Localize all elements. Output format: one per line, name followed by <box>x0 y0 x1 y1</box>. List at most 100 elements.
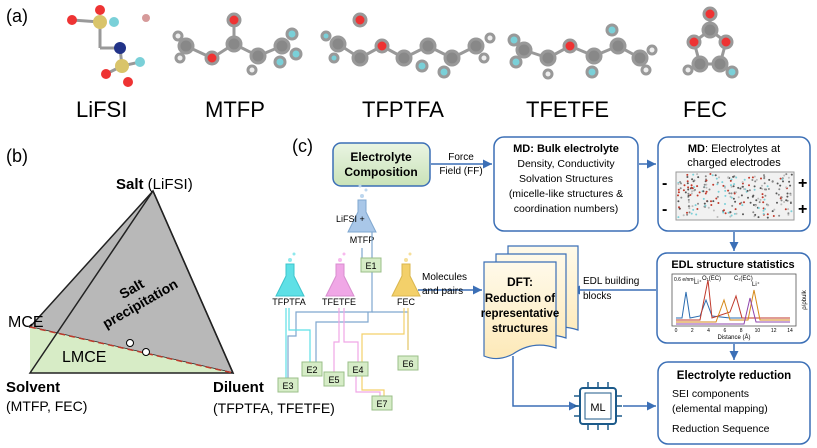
snapshot-atom <box>762 201 765 204</box>
snapshot-atom <box>731 204 734 207</box>
svg-text:E5: E5 <box>328 375 339 385</box>
snapshot-atom <box>728 192 731 195</box>
snapshot-atom <box>759 187 762 190</box>
snapshot-atom <box>687 198 690 201</box>
flask-tfptfa-label: TFPTFA <box>272 297 306 307</box>
snapshot-atom <box>779 184 782 187</box>
snapshot-atom <box>687 186 690 189</box>
snapshot-atom <box>730 185 733 188</box>
snapshot-atom <box>775 192 778 195</box>
snapshot-atom <box>705 190 708 193</box>
flask-mtfp-label: MTFP <box>350 235 375 245</box>
snapshot-atom <box>751 176 754 179</box>
snapshot-atom <box>697 202 699 205</box>
electrode-plus-top: + <box>798 175 807 192</box>
md-charged-title: MD: Electrolytes at <box>688 143 780 155</box>
snapshot-atom <box>687 192 690 195</box>
snapshot-atom <box>787 208 790 211</box>
dft-title: DFT: <box>507 275 533 289</box>
snapshot-atom <box>717 190 720 193</box>
mixture-e2: E2 <box>301 361 323 377</box>
snapshot-atom <box>764 188 766 191</box>
snapshot-atom <box>759 198 762 201</box>
snapshot-atom <box>753 185 756 188</box>
snapshot-atom <box>688 211 691 214</box>
ternary-phase-diagram <box>28 189 235 375</box>
snapshot-atom <box>693 179 696 182</box>
mixture-e6: E6 <box>397 355 419 371</box>
snapshot-atom <box>680 196 683 199</box>
edl-series-2: O₁(EC) <box>702 276 721 282</box>
snapshot-atom <box>733 192 736 195</box>
snapshot-atom <box>722 211 725 214</box>
snapshot-atom <box>704 175 707 178</box>
snapshot-atom <box>686 173 689 176</box>
snapshot-atom <box>779 197 782 200</box>
snapshot-atom <box>714 174 717 177</box>
edl-tick-label: 10 <box>755 328 761 334</box>
snapshot-atom <box>783 201 786 203</box>
snapshot-atom <box>760 177 762 180</box>
svg-text:E3: E3 <box>282 381 293 391</box>
dft-to-ml-arrow <box>512 356 578 411</box>
snapshot-atom <box>778 188 781 191</box>
force-field-line1: Force <box>448 152 474 163</box>
reduction-line3: Reduction Sequence <box>672 423 770 435</box>
edl-series-4: Li⁺ <box>752 281 760 288</box>
snapshot-atom <box>778 214 781 217</box>
molecule-label-tfptfa: TFPTFA <box>362 97 444 122</box>
snapshot-atom <box>787 212 790 215</box>
snapshot-atom <box>707 206 710 209</box>
snapshot-atom <box>698 191 701 194</box>
edl-tick-label: 8 <box>740 328 743 334</box>
snapshot-atom <box>763 198 766 201</box>
lmce-point <box>142 348 150 356</box>
flask-tfetfe <box>325 252 355 297</box>
snapshot-atom <box>695 213 698 216</box>
snapshot-atom <box>764 194 767 197</box>
flask-tfptfa <box>275 252 305 297</box>
flask-mtfp <box>347 184 377 233</box>
snapshot-atom <box>762 209 765 212</box>
snapshot-atom <box>689 194 692 196</box>
snapshot-atom <box>722 184 725 187</box>
ml-label: ML <box>590 402 605 414</box>
snapshot-atom <box>761 184 763 187</box>
snapshot-atom <box>727 211 730 214</box>
snapshot-atom <box>704 204 707 207</box>
snapshot-atom <box>755 199 758 202</box>
electrolyte-reduction-box <box>657 361 811 445</box>
panel-b-label: (b) <box>6 146 28 166</box>
svg-text:E2: E2 <box>306 365 317 375</box>
snapshot-atom <box>706 200 709 203</box>
snapshot-atom <box>693 186 695 189</box>
snapshot-atom <box>757 207 760 209</box>
snapshot-atom <box>773 208 776 211</box>
vertex-diluent-label: Diluent <box>213 379 264 396</box>
snapshot-atom <box>688 205 691 208</box>
snapshot-atom <box>763 182 766 185</box>
snapshot-atom <box>754 204 757 207</box>
edl-series-3: C₁(EC) <box>734 276 753 282</box>
snapshot-atom <box>741 204 744 207</box>
svg-text:E7: E7 <box>376 399 387 409</box>
mce-label: MCE <box>8 314 44 331</box>
snapshot-atom <box>786 192 789 195</box>
snapshot-atom <box>763 174 765 177</box>
snapshot-atom <box>789 194 792 196</box>
flask-lifsi-label: LiFSI + <box>336 214 365 224</box>
snapshot-atom <box>766 204 769 207</box>
snapshot-atom <box>703 186 706 189</box>
snapshot-atom <box>677 216 680 219</box>
snapshot-atom <box>763 177 766 180</box>
vertex-solvent-components: (MTFP, FEC) <box>6 398 87 414</box>
snapshot-atom <box>705 179 708 182</box>
snapshot-atom <box>743 178 746 181</box>
snapshot-atom <box>718 176 720 179</box>
snapshot-atom <box>761 196 764 199</box>
snapshot-atom <box>749 201 752 204</box>
snapshot-atom <box>748 189 751 192</box>
snapshot-atom <box>682 214 685 217</box>
snapshot-atom <box>752 204 755 206</box>
